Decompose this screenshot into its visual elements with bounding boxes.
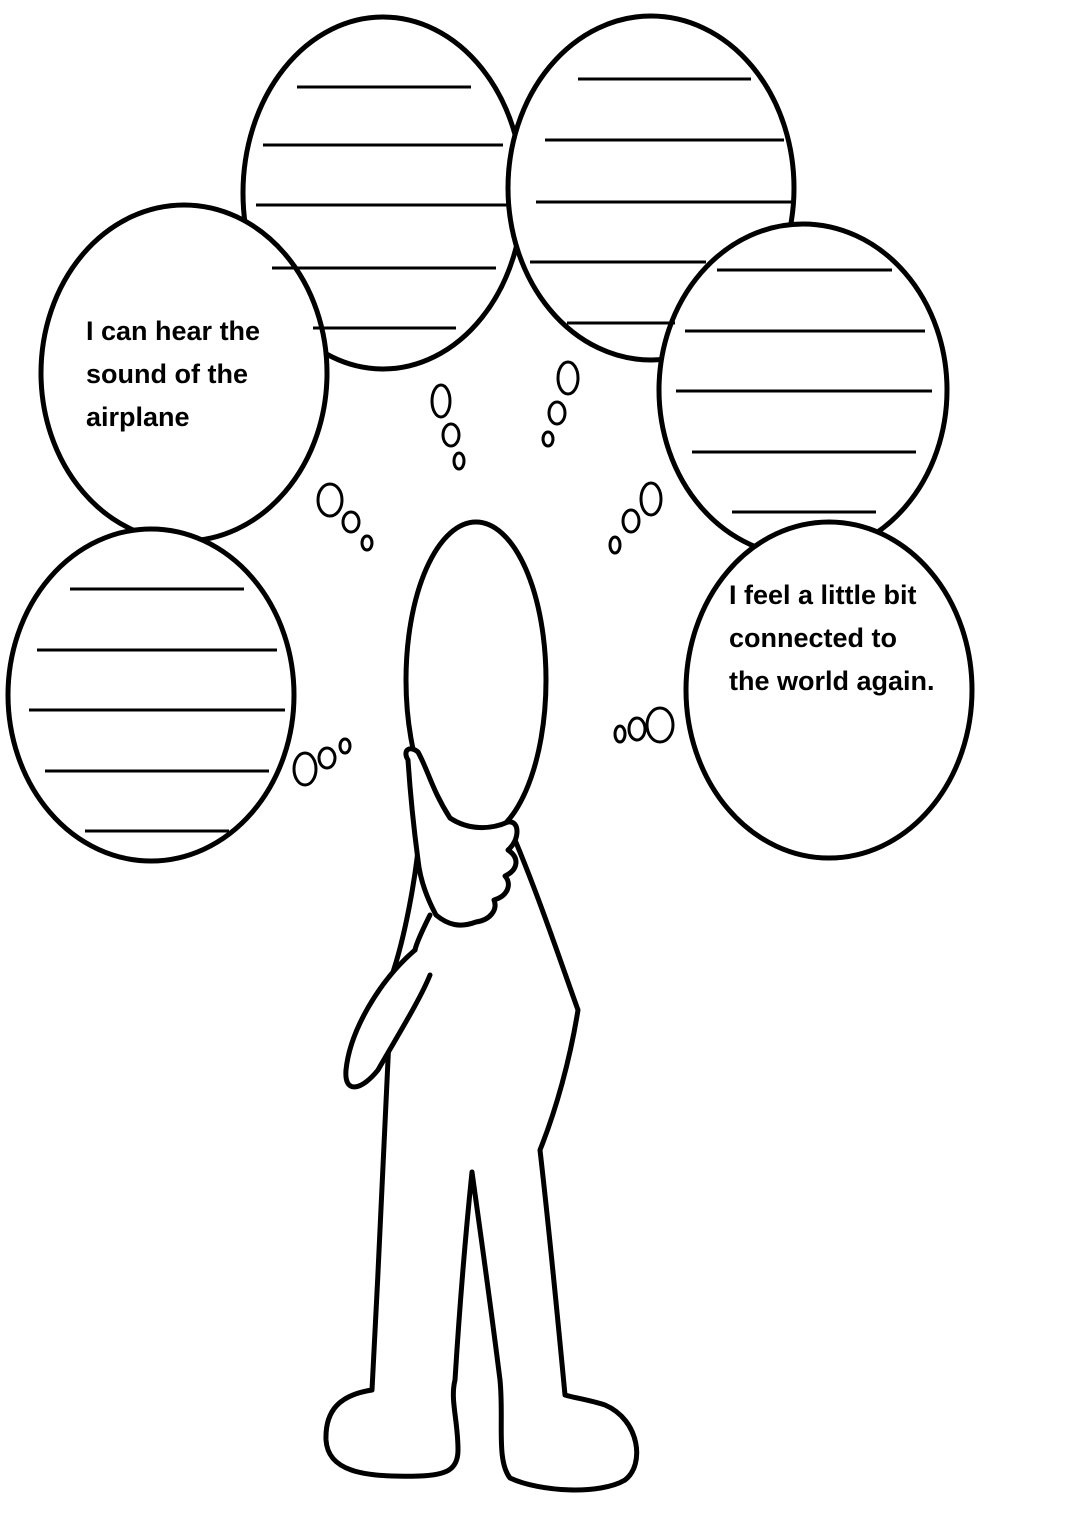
thinking-person-figure (326, 522, 637, 1490)
bubble-text-connected: I feel a little bit connected to the wor… (729, 574, 969, 703)
thought-bubble-left-lower (8, 529, 294, 861)
figure-body (326, 830, 637, 1490)
bubble-text-airplane: I can hear the sound of the airplane (86, 310, 306, 439)
